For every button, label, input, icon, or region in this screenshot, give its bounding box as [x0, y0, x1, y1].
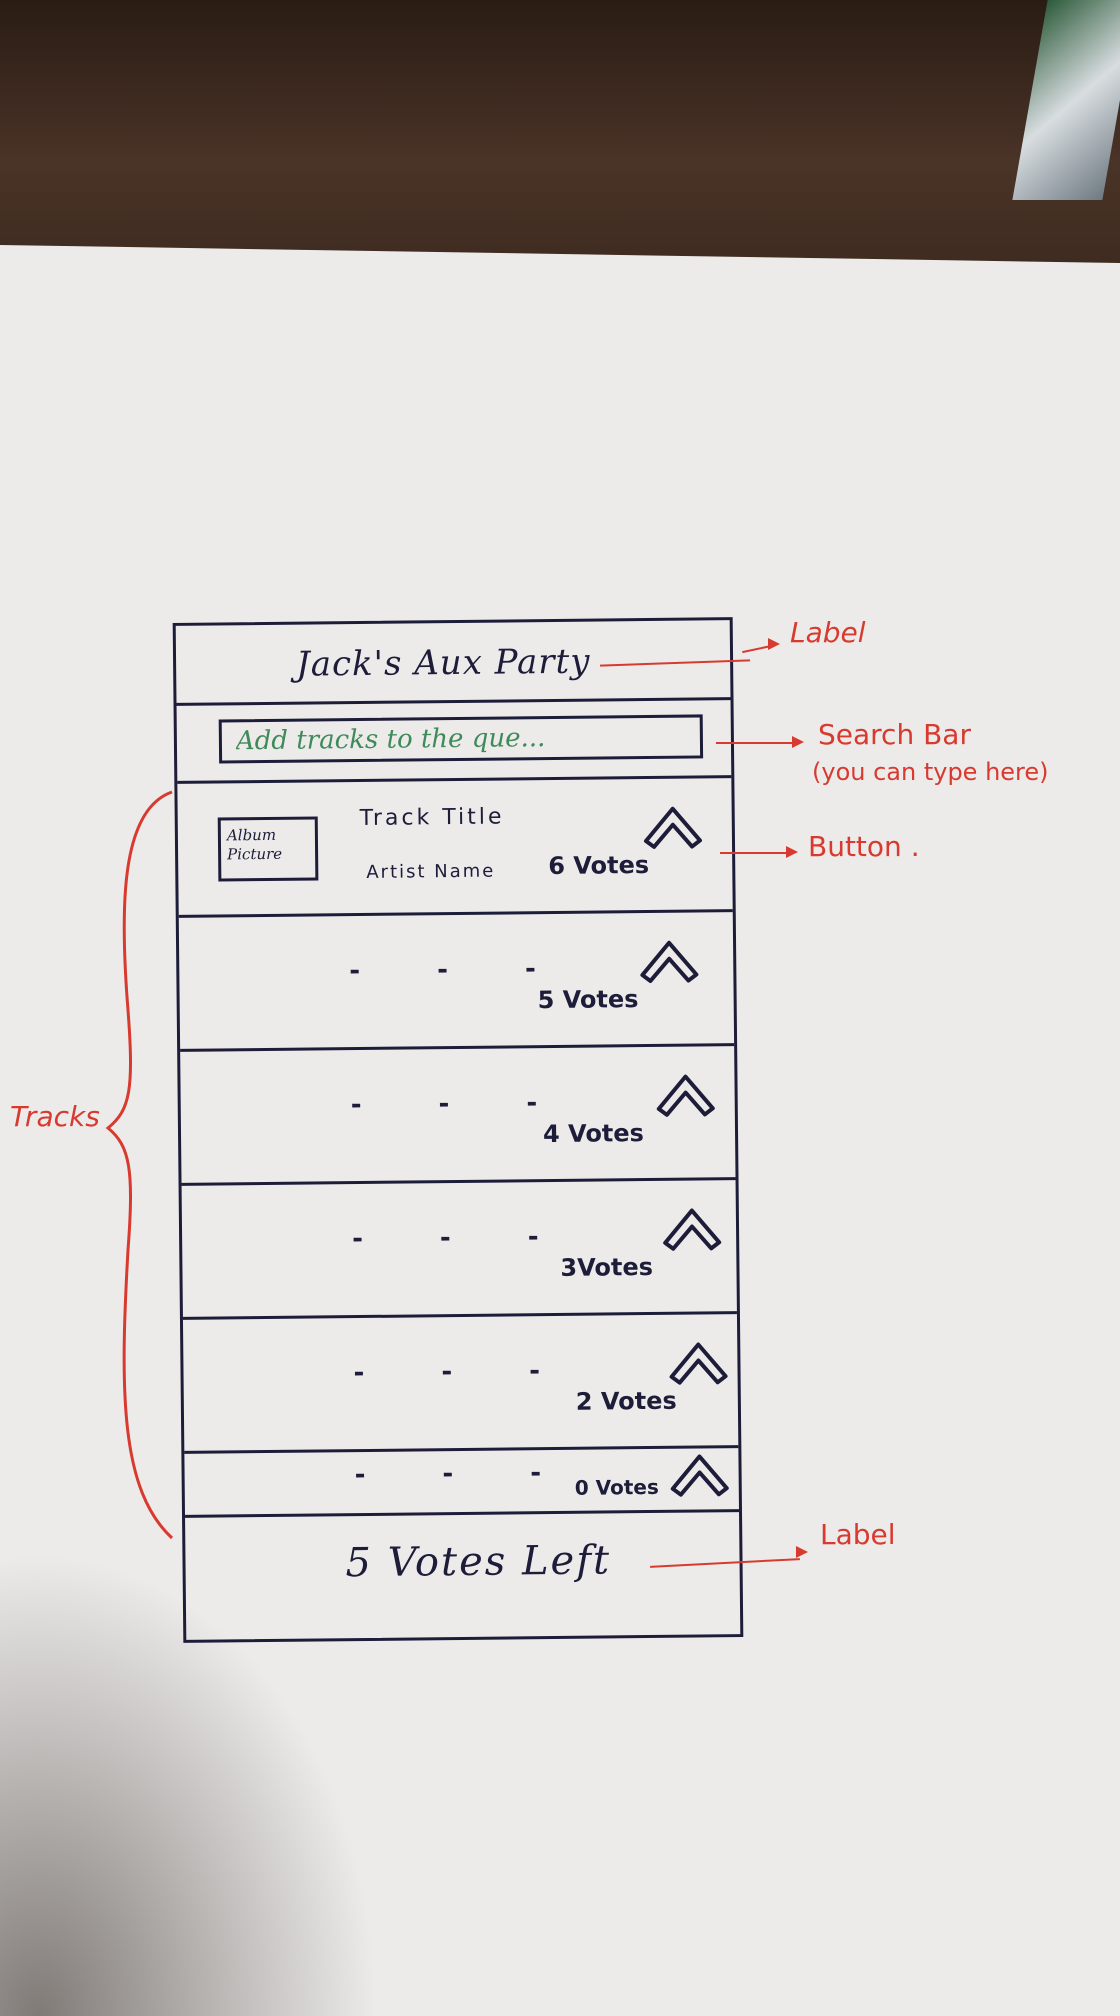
album-picture: Album Picture	[217, 816, 319, 882]
search-bar-arrow-line	[716, 742, 794, 744]
arrow-right-icon	[796, 1546, 808, 1558]
vote-count: 6 Votes	[548, 850, 650, 881]
vote-count: 3Votes	[560, 1252, 654, 1282]
annotation-button: Button .	[808, 830, 920, 863]
track-placeholder: - - -	[350, 1087, 572, 1121]
chevron-up-icon	[669, 1342, 728, 1385]
track-row: Album Picture Track Title Artist Name 6 …	[177, 778, 733, 918]
track-placeholder: - - -	[349, 953, 570, 987]
track-title: Track Title	[359, 804, 505, 832]
vote-count: 4 Votes	[542, 1119, 645, 1149]
chevron-up-icon	[670, 1454, 729, 1497]
chevron-up-icon	[640, 940, 699, 983]
vote-count: 5 Votes	[537, 985, 639, 1015]
arrow-right-icon	[768, 638, 780, 650]
search-input[interactable]	[218, 714, 704, 764]
upvote-button[interactable]	[664, 1442, 735, 1503]
chevron-up-icon	[663, 1208, 722, 1251]
app-title: Jack's Aux Party	[295, 641, 591, 685]
vote-count: 0 Votes	[574, 1474, 659, 1500]
track-row: - - - 0 Votes	[184, 1448, 740, 1518]
track-row: - - - 5 Votes	[178, 912, 735, 1052]
upvote-button[interactable]	[657, 1196, 728, 1257]
track-placeholder: - - -	[351, 1221, 573, 1255]
track-placeholder: - - -	[353, 1355, 575, 1389]
upvote-button[interactable]	[663, 1330, 734, 1391]
track-placeholder: - - -	[354, 1457, 576, 1491]
phone-wireframe: Jack's Aux Party Album Picture Track Tit…	[172, 617, 744, 1643]
votes-left-label: 5 Votes Left	[345, 1537, 612, 1587]
chevron-up-icon	[656, 1074, 715, 1117]
button-arrow-line	[720, 852, 788, 854]
track-row: - - - 3Votes	[181, 1180, 737, 1320]
arrow-right-icon	[792, 736, 804, 748]
tracks-brace	[105, 790, 174, 1540]
annotation-label-top: Label	[790, 616, 866, 649]
annotation-label-bottom: Label	[820, 1518, 896, 1551]
chevron-up-icon	[643, 806, 702, 849]
artist-name: Artist Name	[366, 860, 496, 883]
track-row: - - - 2 Votes	[182, 1314, 739, 1454]
annotation-tracks: Tracks	[10, 1100, 100, 1133]
upvote-button[interactable]	[638, 794, 709, 855]
annotation-search-bar: Search Bar	[818, 718, 971, 751]
search-row	[176, 700, 732, 784]
footer-bar: 5 Votes Left	[185, 1506, 740, 1640]
vote-count: 2 Votes	[575, 1386, 677, 1416]
paper-shadow	[0, 1550, 380, 2016]
table-background	[0, 0, 1120, 270]
upvote-button[interactable]	[634, 928, 705, 989]
upvote-button[interactable]	[650, 1062, 721, 1123]
annotation-search-bar-note: (you can type here)	[812, 758, 1049, 786]
track-row: - - - 4 Votes	[180, 1046, 736, 1186]
arrow-right-icon	[786, 846, 798, 858]
